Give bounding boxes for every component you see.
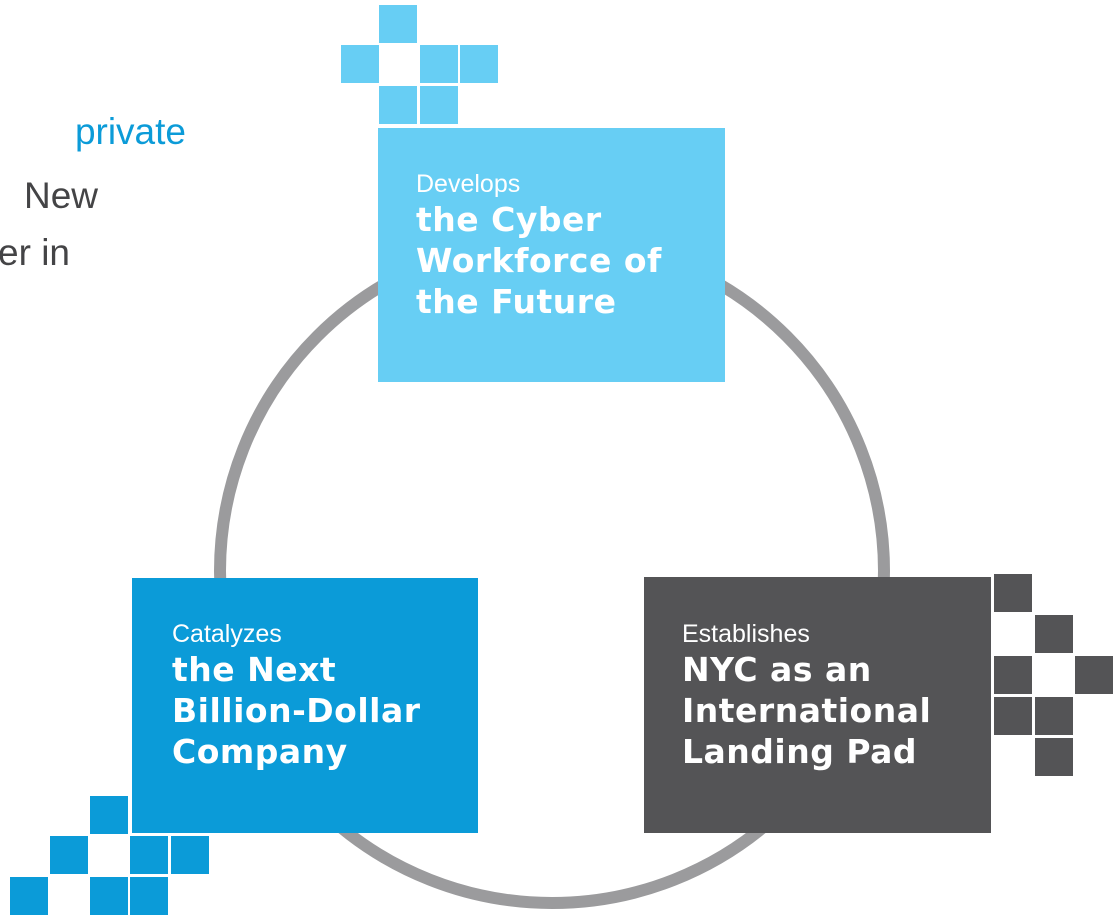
node-lead: Develops bbox=[416, 170, 521, 198]
pixel-square bbox=[90, 796, 128, 834]
pixel-square bbox=[420, 86, 458, 124]
pixel-square bbox=[994, 656, 1032, 694]
node-title-line: Landing Pad bbox=[682, 732, 918, 771]
pixel-square bbox=[171, 836, 209, 874]
pixel-square bbox=[341, 45, 379, 83]
node-title-line: Billion-Dollar bbox=[172, 691, 421, 730]
pixel-square bbox=[460, 45, 498, 83]
node-title-line: International bbox=[682, 691, 932, 730]
node-title-line: the Future bbox=[416, 282, 617, 321]
pixel-square bbox=[1035, 697, 1073, 735]
intro-line-1: private bbox=[74, 111, 186, 152]
pixel-square bbox=[420, 45, 458, 83]
node-develops: Develops the Cyber Workforce of the Futu… bbox=[378, 128, 725, 382]
intro-line-2: New bbox=[23, 175, 98, 216]
node-lead: Catalyzes bbox=[172, 620, 282, 648]
pixel-square bbox=[379, 5, 417, 43]
node-lead: Establishes bbox=[682, 620, 810, 648]
node-establishes: Establishes NYC as an International Land… bbox=[644, 577, 991, 833]
pixel-square bbox=[130, 836, 168, 874]
pixel-square bbox=[379, 86, 417, 124]
pixel-square bbox=[994, 697, 1032, 735]
pixel-square bbox=[994, 574, 1032, 612]
intro-text: private New er in bbox=[0, 0, 220, 300]
pixel-square bbox=[10, 877, 48, 915]
pixel-square bbox=[130, 877, 168, 915]
pixel-square bbox=[1035, 738, 1073, 776]
pixel-square bbox=[1075, 656, 1113, 694]
node-title-line: NYC as an bbox=[682, 650, 872, 689]
node-title-line: Workforce of bbox=[416, 241, 662, 280]
node-catalyzes: Catalyzes the Next Billion-Dollar Compan… bbox=[132, 578, 478, 833]
pixel-square bbox=[1035, 615, 1073, 653]
node-title-line: the Cyber bbox=[416, 200, 602, 239]
pixel-square bbox=[50, 836, 88, 874]
node-title-line: Company bbox=[172, 732, 348, 771]
pixel-square bbox=[90, 877, 128, 915]
node-title-line: the Next bbox=[172, 650, 337, 689]
intro-line-3: er in bbox=[0, 232, 70, 273]
